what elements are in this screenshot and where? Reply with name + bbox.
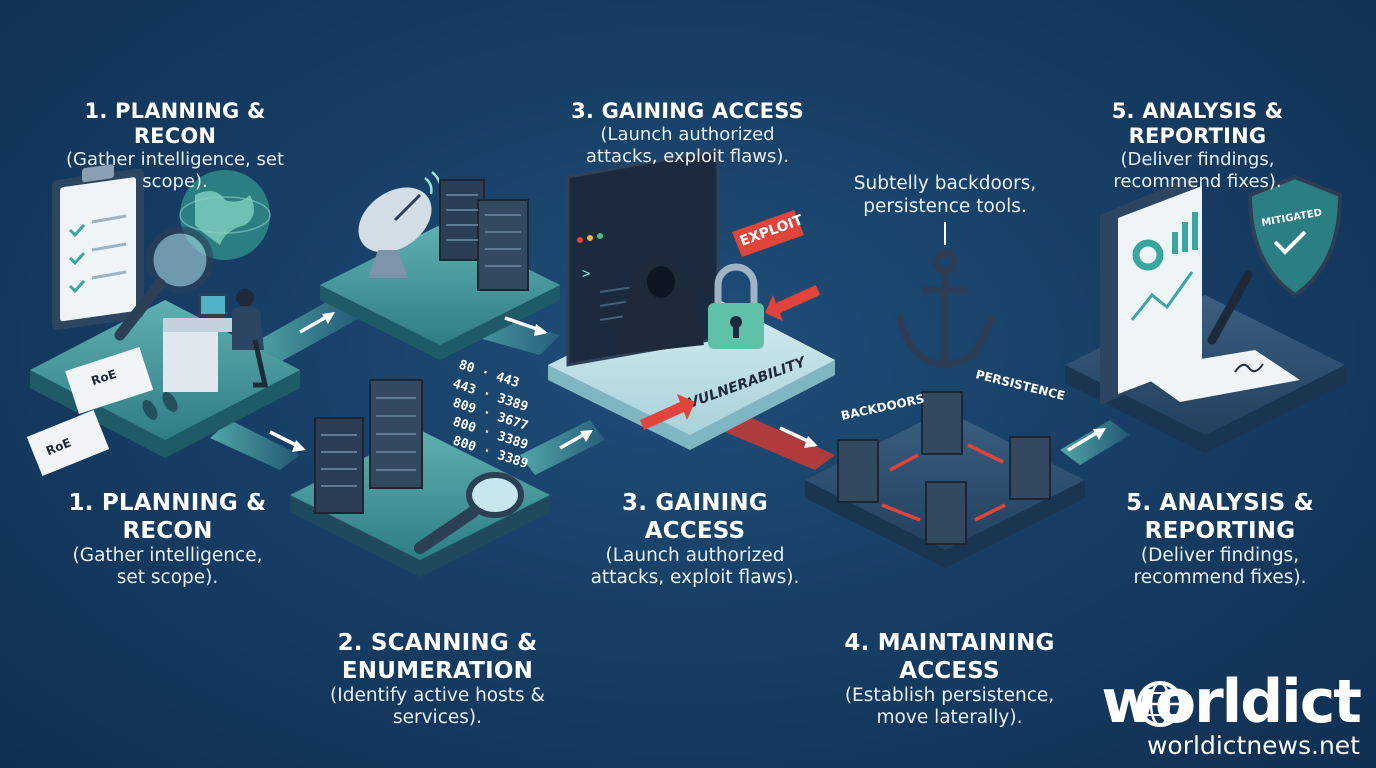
stage-title: 1. PLANNING & RECON bbox=[84, 99, 266, 149]
stage-title: ACCESS bbox=[899, 657, 1000, 684]
roe-document-1: RoE bbox=[65, 347, 154, 414]
label-planning-top: 1. PLANNING & RECON (Gather intelligence… bbox=[40, 99, 310, 193]
stage-desc: services). bbox=[392, 707, 482, 729]
brand-wordmark: worldict bbox=[1101, 667, 1362, 737]
svg-text:>: > bbox=[582, 266, 590, 282]
arrow-maintaining-to-reporting bbox=[1067, 428, 1106, 452]
arrow-planning-to-scanning bbox=[269, 430, 306, 452]
stage-desc: (Establish persistence, bbox=[844, 685, 1055, 707]
stage-desc: (Identify active hosts & bbox=[330, 685, 545, 707]
persistence-callout: Subtelly backdoors, persistence tools. bbox=[820, 172, 1070, 218]
exploit-tag: EXPLOIT bbox=[732, 210, 806, 257]
stage-desc: attacks, exploit flaws). bbox=[590, 567, 800, 589]
stage-desc: recommend fixes). bbox=[1133, 567, 1307, 589]
server-racks-scanning bbox=[314, 379, 423, 514]
stage-desc: attacks, exploit flaws). bbox=[585, 145, 790, 167]
shield-icon: MITIGATED bbox=[1247, 174, 1343, 298]
anchor-icon bbox=[896, 249, 994, 369]
arrow-radar-to-access bbox=[504, 316, 548, 336]
path-access-to-maintaining bbox=[725, 415, 835, 470]
path-planning-to-scanning bbox=[210, 420, 300, 470]
stage-desc: (Deliver findings, bbox=[1120, 149, 1275, 171]
hooded-hacker-icon bbox=[614, 255, 704, 355]
stage-desc: move laterally). bbox=[876, 707, 1023, 729]
arrow-access-to-maintaining bbox=[779, 426, 818, 448]
label-maintaining: 4. MAINTAINING ACCESS (Establish persist… bbox=[832, 630, 1067, 730]
arrow-scanning-to-access bbox=[559, 430, 593, 450]
server-network bbox=[837, 391, 1051, 545]
satellite-dish-icon bbox=[358, 171, 443, 278]
stage-title: 5. ANALYSIS & REPORTING bbox=[1111, 99, 1284, 149]
arrow-planning-to-radar bbox=[299, 312, 335, 334]
stage-title: 3. GAINING bbox=[622, 490, 768, 516]
label-reporting-bottom: 5. ANALYSIS & REPORTING (Deliver finding… bbox=[1110, 490, 1330, 590]
callout-line-1: Subtelly backdoors, bbox=[853, 173, 1037, 194]
stage-title: ACCESS bbox=[644, 517, 746, 544]
stage-title: 1. PLANNING & bbox=[68, 490, 267, 516]
flow-arrows bbox=[269, 312, 1106, 452]
hacker-desk-icon bbox=[163, 289, 269, 392]
stage-title: 4. MAINTAINING bbox=[844, 630, 1055, 656]
magnifier-scan-icon bbox=[414, 472, 524, 554]
pen-icon bbox=[1207, 270, 1253, 345]
stage-desc: (Deliver findings, bbox=[1140, 545, 1300, 567]
stage-title: ENUMERATION bbox=[341, 657, 534, 684]
server-rack-radar bbox=[439, 179, 529, 291]
stage-desc: (Gather intelligence, bbox=[72, 545, 263, 567]
report-binder-icon bbox=[1100, 175, 1202, 405]
brand-url: worldictnews.net bbox=[1146, 731, 1360, 760]
clipboard-icon bbox=[52, 164, 144, 330]
stage-title: 2. SCANNING & bbox=[337, 630, 538, 656]
roe-document-2: RoE bbox=[26, 410, 110, 476]
persistence-label: PERSISTENCE bbox=[974, 367, 1066, 403]
stage-desc: (Gather intelligence, set bbox=[65, 149, 285, 171]
stage-desc: (Launch authorized bbox=[605, 545, 785, 567]
label-reporting-top: 5. ANALYSIS & REPORTING (Deliver finding… bbox=[1040, 99, 1355, 193]
callout-line-2: persistence tools. bbox=[863, 196, 1027, 218]
brand-logo: worldict worldictnews.net bbox=[1080, 667, 1362, 760]
stage-desc: set scope). bbox=[116, 567, 219, 589]
label-gaining-top: 3. GAINING ACCESS (Launch authorized att… bbox=[555, 99, 820, 167]
stage-title: RECON bbox=[122, 517, 213, 544]
label-scanning: 2. SCANNING & ENUMERATION (Identify acti… bbox=[315, 630, 560, 730]
stage-title: 5. ANALYSIS & bbox=[1126, 490, 1314, 516]
signed-document-icon bbox=[1135, 350, 1300, 402]
footprints-icon bbox=[142, 392, 178, 420]
padlock-icon bbox=[708, 263, 764, 349]
backdoors-label: BACKDOORS bbox=[840, 392, 926, 423]
brand-globe-icon bbox=[1137, 681, 1183, 727]
label-gaining-bottom: 3. GAINING ACCESS (Launch authorized att… bbox=[575, 490, 815, 590]
stage-title: 3. GAINING ACCESS bbox=[571, 99, 804, 123]
path-maintaining-to-reporting bbox=[1060, 420, 1130, 465]
red-arrows-access bbox=[640, 285, 820, 430]
label-planning-bottom: 1. PLANNING & RECON (Gather intelligence… bbox=[50, 490, 285, 590]
stage-title: REPORTING bbox=[1144, 517, 1296, 544]
magnifier-icon bbox=[114, 226, 214, 341]
stage-desc: scope). bbox=[142, 170, 208, 192]
stage-desc: recommend fixes). bbox=[1113, 170, 1282, 192]
stage-desc: (Launch authorized bbox=[600, 124, 775, 146]
